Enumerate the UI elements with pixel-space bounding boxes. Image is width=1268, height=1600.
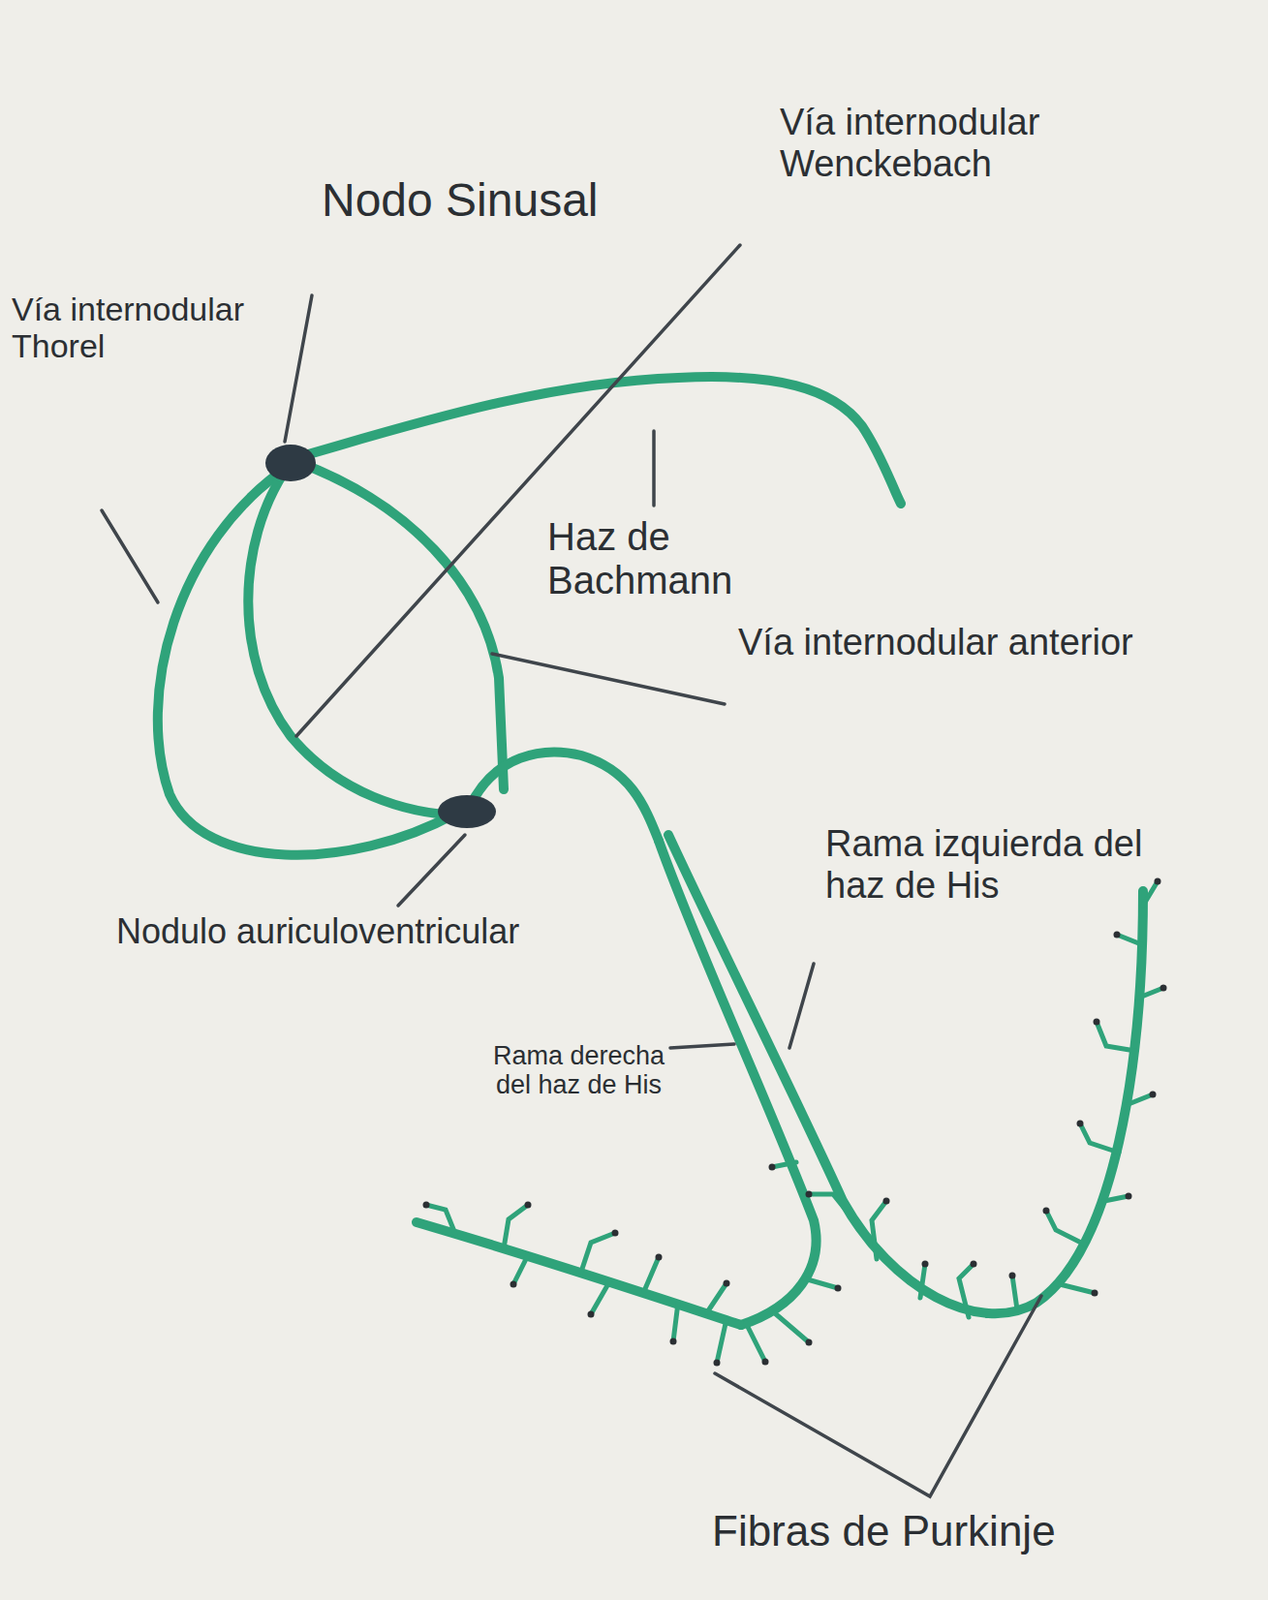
right-purkinje: [416, 1222, 742, 1326]
part-label: Vía internodular Thorel: [11, 290, 254, 365]
right-branch: [658, 840, 817, 1326]
sinus-node-blob: [265, 444, 316, 482]
wenckebach-path: [247, 469, 461, 816]
left-branch: [668, 835, 1144, 1314]
part-label: Haz de Bachmann: [547, 515, 838, 603]
part-label: Fibras de Purkinje: [711, 1507, 1216, 1555]
part-label: Vía internodular anterior: [738, 621, 1145, 664]
purkinje-twigs: [426, 881, 1164, 1363]
part-label: Vía internodular Wenckebach: [779, 101, 1187, 185]
nodes-blobs: [265, 444, 496, 829]
part-label: Nodulo auriculoventricular: [116, 912, 659, 952]
part-label: Rama izquierda del haz de His: [825, 823, 1145, 906]
av-node-blob: [437, 795, 496, 829]
part-label: Nodo Sinusal: [321, 174, 690, 227]
his-bundle: [469, 752, 659, 841]
part-label: Rama derecha del haz de His: [489, 1041, 669, 1100]
anterior-path: [300, 463, 504, 790]
purkinje-dots: [423, 878, 1168, 1367]
